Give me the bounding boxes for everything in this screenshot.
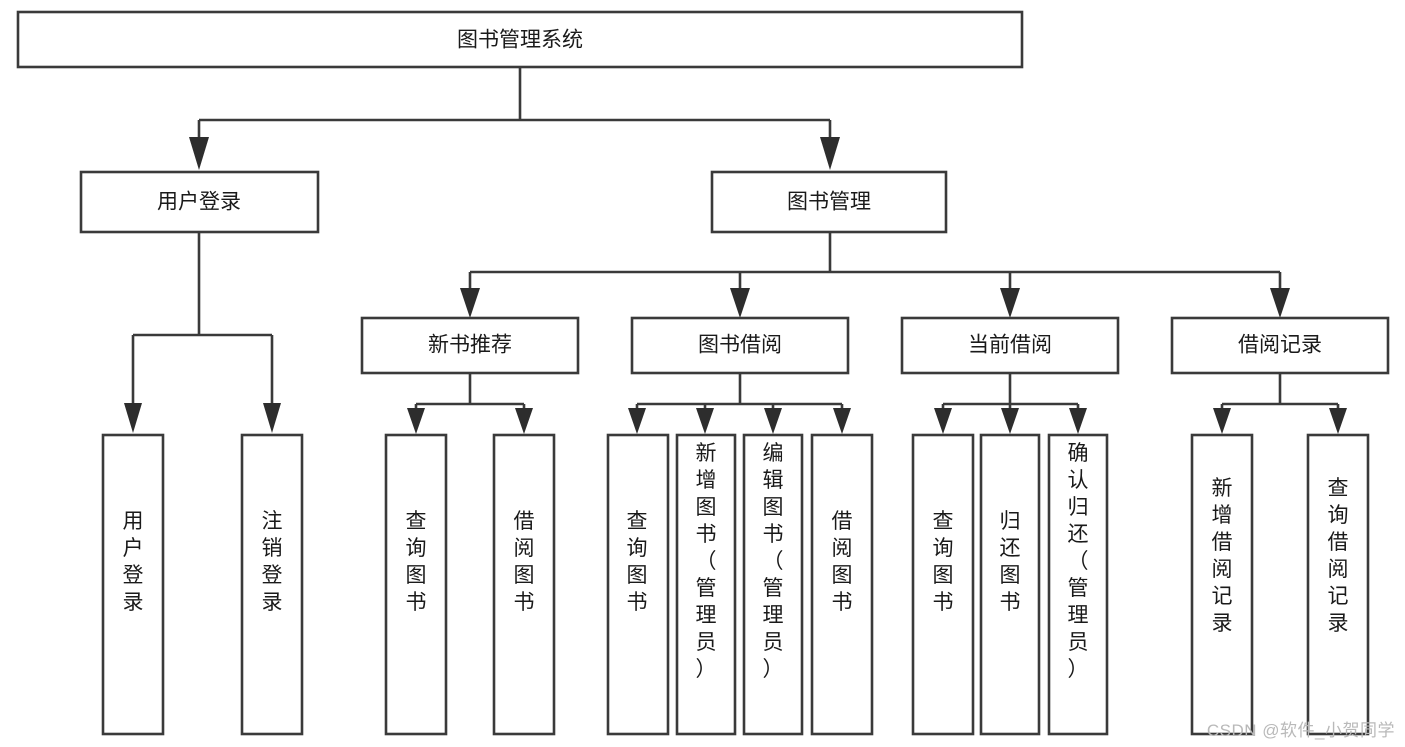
node-current-borrow[interactable]: 当前借阅	[900, 316, 1120, 375]
node-leaf-borrow-book-1-label: 借阅图书	[514, 510, 535, 614]
node-new-book-recommend[interactable]: 新书推荐	[360, 316, 580, 375]
node-leaf-user-login[interactable]: 用户登录	[101, 433, 165, 736]
edge-group-borrow-record-to-leaves	[1213, 373, 1347, 434]
node-current-borrow-box[interactable]	[900, 316, 1120, 375]
node-leaf-borrow-book-2[interactable]: 借阅图书	[810, 433, 874, 736]
node-book-manage[interactable]: 图书管理	[710, 170, 948, 234]
node-leaf-user-logout[interactable]: 注销登录	[240, 433, 304, 736]
node-borrow-record-label: 借阅记录	[1238, 334, 1322, 357]
arrowhead-leaf-borrow-book-1	[515, 408, 533, 434]
arrowhead-leaf-query-book-3	[934, 408, 952, 434]
node-leaf-confirm-return-label: 确认归还（管理员）	[1068, 442, 1089, 681]
node-leaf-return-book-box[interactable]	[979, 433, 1041, 736]
arrowhead-new-book-recommend	[460, 288, 480, 318]
edge-group-new-book-recommend-to-leaves	[407, 373, 533, 434]
node-leaf-confirm-return-box[interactable]	[1047, 433, 1109, 736]
arrowhead-leaf-return-book	[1001, 408, 1019, 434]
edge-group-user-login-to-leaves	[124, 232, 281, 433]
node-leaf-add-record[interactable]: 新增借阅记录	[1190, 433, 1254, 736]
node-leaf-query-book-2[interactable]: 查询图书	[606, 433, 670, 736]
node-borrow-record[interactable]: 借阅记录	[1170, 316, 1390, 375]
node-leaf-query-book-1-box[interactable]	[384, 433, 448, 736]
node-leaf-return-book[interactable]: 归还图书	[979, 433, 1041, 736]
node-leaf-add-book-label: 新增图书（管理员）	[696, 442, 717, 681]
node-root-box[interactable]	[16, 10, 1024, 69]
arrowhead-leaf-query-book-1	[407, 408, 425, 434]
node-leaf-user-login-label: 用户登录	[123, 510, 144, 614]
arrowhead-leaf-confirm-return	[1069, 408, 1087, 434]
node-new-book-recommend-box[interactable]	[360, 316, 580, 375]
node-root-label: 图书管理系统	[457, 29, 583, 52]
node-leaf-edit-book[interactable]: 编辑图书（管理员）	[742, 433, 804, 736]
node-leaf-edit-book-box[interactable]	[742, 433, 804, 736]
node-leaf-query-book-3-label: 查询图书	[933, 510, 954, 614]
arrowhead-leaf-edit-book	[764, 408, 782, 434]
arrowhead-to-user-login	[189, 137, 209, 170]
node-leaf-query-record-label: 查询借阅记录	[1328, 477, 1349, 635]
node-leaf-query-record[interactable]: 查询借阅记录	[1306, 433, 1370, 736]
node-leaf-add-record-box[interactable]	[1190, 433, 1254, 736]
arrowhead-leaf-query-book-2	[628, 408, 646, 434]
arrowhead-to-book-manage	[820, 137, 840, 170]
node-leaf-user-logout-label: 注销登录	[262, 510, 283, 614]
node-leaf-borrow-book-2-label: 借阅图书	[832, 510, 853, 614]
arrowhead-leaf-borrow-book-2	[833, 408, 851, 434]
node-leaf-query-book-3-box[interactable]	[911, 433, 975, 736]
arrowhead-leaf-query-record	[1329, 408, 1347, 434]
arrowhead-borrow-record	[1270, 288, 1290, 318]
node-current-borrow-label: 当前借阅	[968, 334, 1052, 357]
node-leaf-confirm-return[interactable]: 确认归还（管理员）	[1047, 433, 1109, 736]
node-leaf-borrow-book-1-box[interactable]	[492, 433, 556, 736]
node-leaf-user-login-box[interactable]	[101, 433, 165, 736]
node-root[interactable]: 图书管理系统	[16, 10, 1024, 69]
node-borrow-record-box[interactable]	[1170, 316, 1390, 375]
arrowhead-leaf-user-login	[124, 403, 142, 433]
node-leaf-add-book[interactable]: 新增图书（管理员）	[675, 433, 737, 736]
node-leaf-query-book-1[interactable]: 查询图书	[384, 433, 448, 736]
node-leaf-query-book-3[interactable]: 查询图书	[911, 433, 975, 736]
node-book-borrow[interactable]: 图书借阅	[630, 316, 850, 375]
node-book-manage-label: 图书管理	[787, 191, 871, 214]
node-leaf-add-book-box[interactable]	[675, 433, 737, 736]
node-leaf-edit-book-label: 编辑图书（管理员）	[763, 442, 784, 681]
node-leaf-borrow-book-1[interactable]: 借阅图书	[492, 433, 556, 736]
arrowhead-current-borrow	[1000, 288, 1020, 318]
node-user-login-label: 用户登录	[157, 191, 241, 214]
edge-group-book-borrow-to-leaves	[628, 373, 851, 434]
node-leaf-user-logout-box[interactable]	[240, 433, 304, 736]
arrowhead-leaf-user-logout	[263, 403, 281, 433]
arrowhead-leaf-add-record	[1213, 408, 1231, 434]
node-leaf-query-book-2-label: 查询图书	[627, 510, 648, 614]
edge-group-book-manage-to-level2	[460, 232, 1290, 318]
node-book-manage-box[interactable]	[710, 170, 948, 234]
node-leaf-add-record-label: 新增借阅记录	[1212, 477, 1233, 635]
edge-group-current-borrow-to-leaves	[934, 373, 1087, 434]
edge-group-root-to-level1	[189, 67, 840, 170]
node-leaf-query-book-1-label: 查询图书	[406, 510, 427, 614]
node-user-login[interactable]: 用户登录	[79, 170, 320, 234]
node-book-borrow-box[interactable]	[630, 316, 850, 375]
node-leaf-query-book-2-box[interactable]	[606, 433, 670, 736]
node-book-borrow-label: 图书借阅	[698, 334, 782, 357]
node-new-book-recommend-label: 新书推荐	[428, 334, 512, 357]
arrowhead-book-borrow	[730, 288, 750, 318]
node-leaf-borrow-book-2-box[interactable]	[810, 433, 874, 736]
node-leaf-query-record-box[interactable]	[1306, 433, 1370, 736]
arrowhead-leaf-add-book	[696, 408, 714, 434]
node-leaf-return-book-label: 归还图书	[1000, 510, 1021, 614]
node-user-login-box[interactable]	[79, 170, 320, 234]
